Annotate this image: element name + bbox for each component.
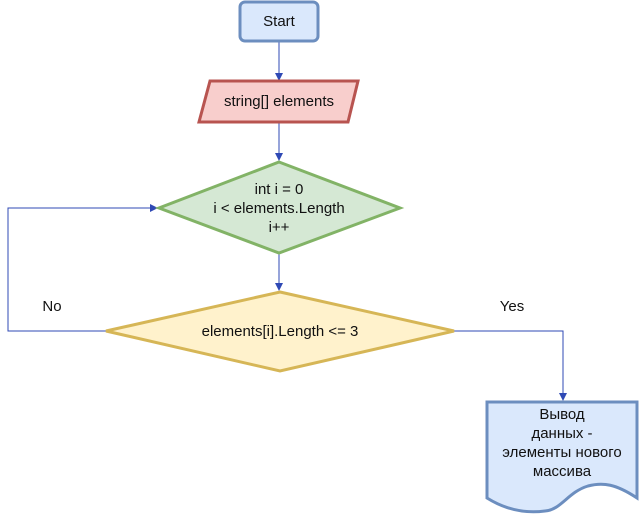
loop-label: int i = 0 i < elements.Length i++ (179, 172, 379, 244)
loop-increment-text: i++ (268, 218, 290, 236)
loop-init-text: int i = 0 (254, 180, 304, 198)
edge-no-label: No (42, 297, 62, 315)
input-parallelogram (197, 79, 360, 124)
loop-condition-text: i < elements.Length (213, 199, 345, 217)
loop-decision (154, 160, 405, 255)
output-document (485, 400, 639, 514)
output-line-4: массива (532, 463, 592, 480)
edge-yes-to-output (454, 330, 567, 401)
input-label: string[] elements (223, 93, 335, 110)
output-label: Вывод данных - элементы нового массива (487, 402, 637, 484)
output-line-3: элементы нового (502, 444, 622, 461)
condition-decision (105, 290, 455, 373)
start-terminal (238, 0, 320, 43)
condition-label: elements[i].Length <= 3 (201, 322, 359, 340)
edge-yes-label: Yes (499, 297, 525, 315)
output-line-1: Вывод (539, 406, 585, 423)
edge-no-back-to-loop (7, 204, 158, 332)
start-label: Start (263, 13, 295, 30)
output-line-2: данных - (531, 425, 593, 442)
